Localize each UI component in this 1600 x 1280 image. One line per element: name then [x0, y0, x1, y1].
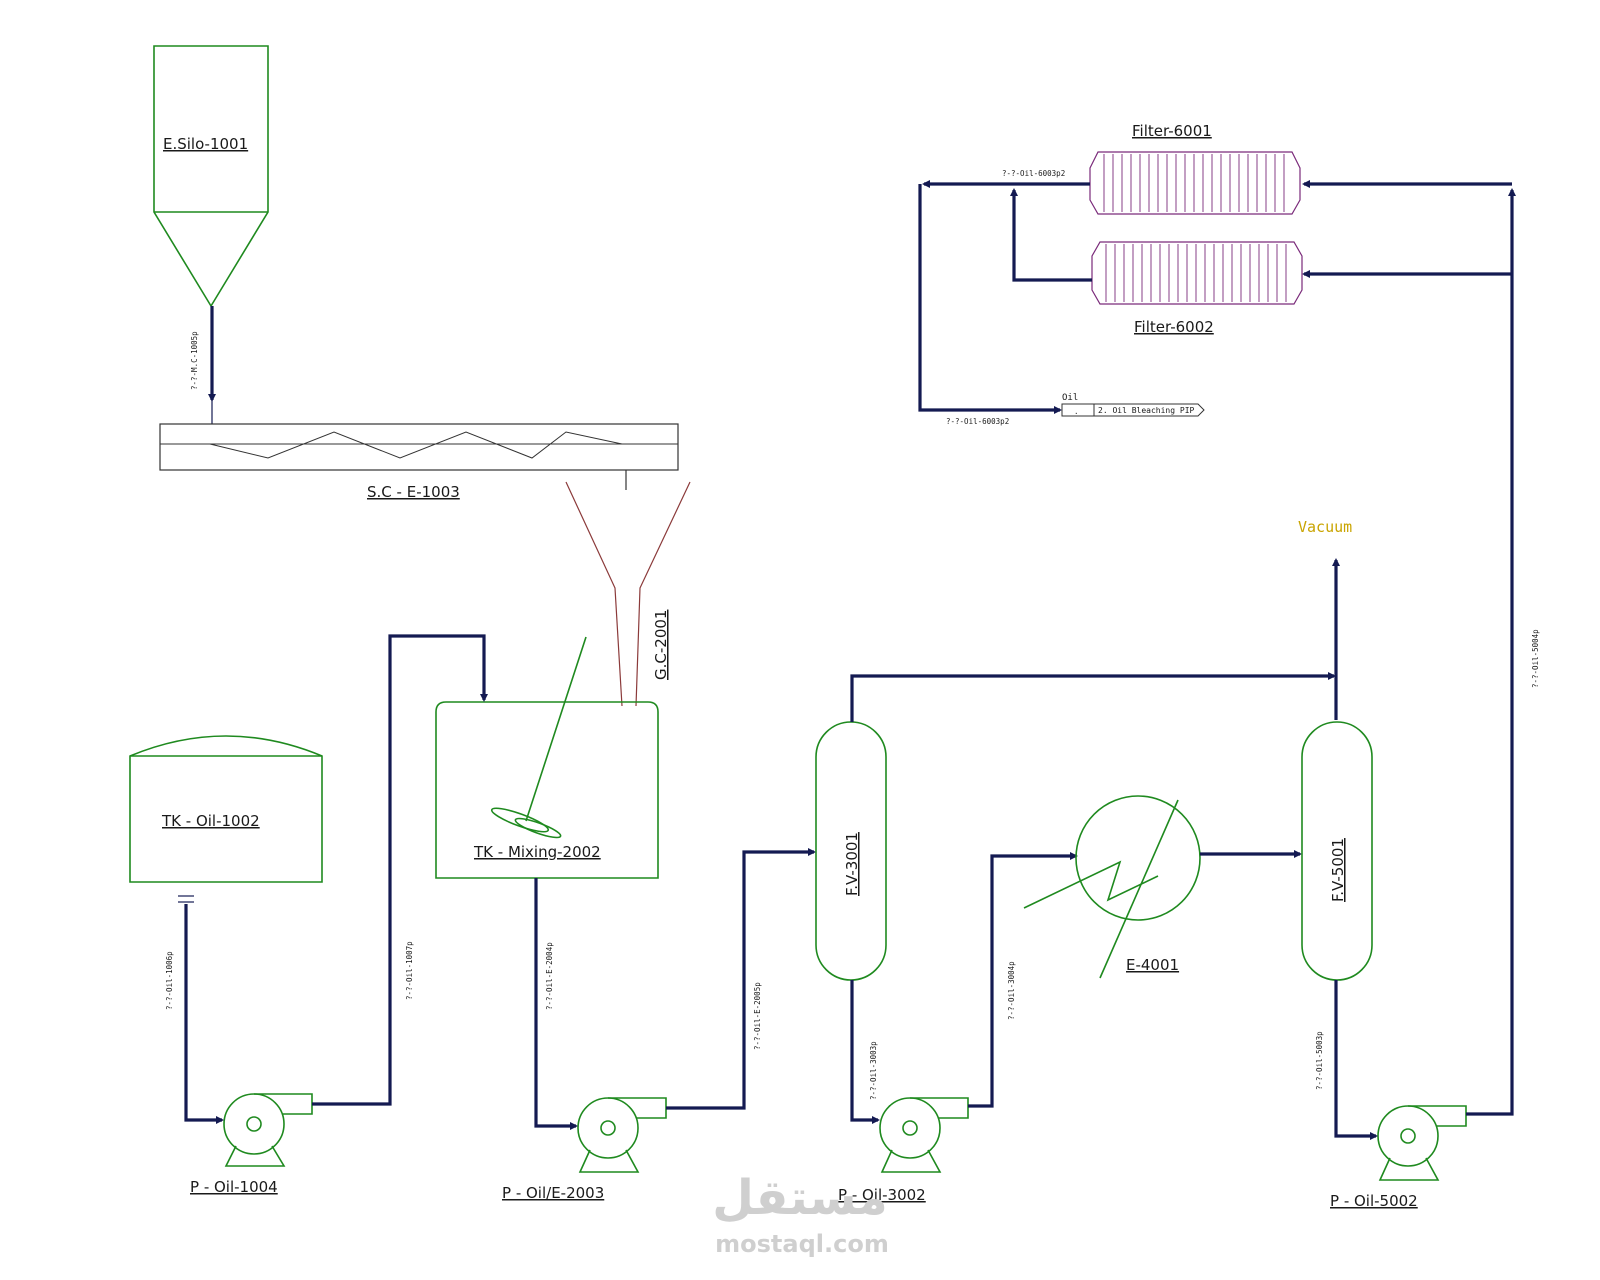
line-3003: [850, 980, 880, 1124]
line-5003-label: ?-?-Oil-5003p: [1315, 1031, 1324, 1090]
vessel-5001: F.V-5001: [1301, 721, 1373, 981]
tank-mixing-2002-label: TK - Mixing-2002: [473, 843, 601, 861]
offpage-connector: Oil . 2. Oil Bleaching PIP: [1061, 393, 1205, 417]
silo-1001-label: E.Silo-1001: [163, 135, 248, 153]
pump-1004: P - Oil-1004: [190, 1093, 313, 1196]
line-vapor-header: [850, 672, 1336, 722]
pump-2003-label: P - Oil/E-2003: [502, 1184, 604, 1202]
tank-mixing-2002: TK - Mixing-2002: [435, 636, 659, 879]
vessel-3001: F.V-3001: [815, 721, 887, 981]
line-3003-label: ?-?-Oil-3003p: [869, 1041, 878, 1100]
offpage-tag: Oil: [1062, 393, 1078, 403]
heater-4001-label: E-4001: [1126, 956, 1179, 974]
gc-2001: G.C-2001: [565, 481, 691, 707]
line-5003: [1334, 980, 1378, 1140]
watermark-arabic: مستقل: [712, 1170, 888, 1226]
line-6003-to-offpage: [918, 184, 1062, 414]
pump-3002: P - Oil-3002: [838, 1097, 969, 1204]
line-5004: [1466, 188, 1516, 1116]
pump-1004-label: P - Oil-1004: [190, 1178, 278, 1196]
line-1006-label: ?-?-Oil-1006p: [165, 951, 174, 1010]
line-2005-label: ?-?-Oil-E-2005p: [753, 982, 762, 1050]
line-1006: [184, 904, 224, 1124]
line-5004-label: ?-?-Oil-5004p: [1531, 629, 1540, 688]
line-2004-label: ?-?-Oil-E-2004p: [545, 942, 554, 1010]
offpage-text: 2. Oil Bleaching PIP: [1098, 406, 1195, 415]
filter-6001-label: Filter-6001: [1132, 122, 1212, 140]
filter-6002-label: Filter-6002: [1134, 318, 1214, 336]
vessel-3001-label: F.V-3001: [843, 832, 861, 896]
pump-5002: P - Oil-5002: [1330, 1105, 1467, 1210]
offpage-dot: .: [1074, 407, 1079, 416]
screw-conveyor-1003: S.C - E-1003: [159, 423, 679, 501]
line-1007-label: ?-?-Oil-1007p: [405, 941, 414, 1000]
watermark: مستقل mostaql.com: [712, 1170, 889, 1258]
tank-oil-1002-label: TK - Oil-1002: [161, 812, 260, 830]
line-6003-label-a: ?-?-Oil-6003p2: [1002, 169, 1065, 178]
silo-1001: E.Silo-1001: [153, 45, 269, 308]
line-2005: [666, 848, 816, 1110]
vacuum-label: Vacuum: [1298, 518, 1352, 536]
line-3004-label: ?-?-Oil-3004p: [1007, 961, 1016, 1020]
pump-5002-label: P - Oil-5002: [1330, 1192, 1418, 1210]
line-1007: [312, 634, 488, 1106]
gc-2001-label: G.C-2001: [652, 610, 670, 680]
filter-6002: Filter-6002: [1091, 241, 1303, 336]
watermark-site: mostaql.com: [715, 1230, 889, 1258]
line-3004: [968, 852, 1078, 1108]
vessel-5001-label: F.V-5001: [1329, 838, 1347, 902]
line-2004: [534, 878, 578, 1130]
pump-2003: P - Oil/E-2003: [502, 1097, 667, 1202]
tank-oil-1002: TK - Oil-1002: [129, 735, 323, 883]
line-6003-label-b: ?-?-Oil-6003p2: [946, 417, 1009, 426]
heater-4001: E-4001: [1023, 795, 1201, 979]
pump-3002-label: P - Oil-3002: [838, 1186, 926, 1204]
line-1005-label: ?-?-M.C-1005p: [190, 331, 199, 390]
filter-6001: Filter-6001: [1089, 122, 1301, 215]
line-filter-6002-out: [1010, 188, 1092, 282]
screw-conveyor-1003-label: S.C - E-1003: [367, 483, 460, 501]
